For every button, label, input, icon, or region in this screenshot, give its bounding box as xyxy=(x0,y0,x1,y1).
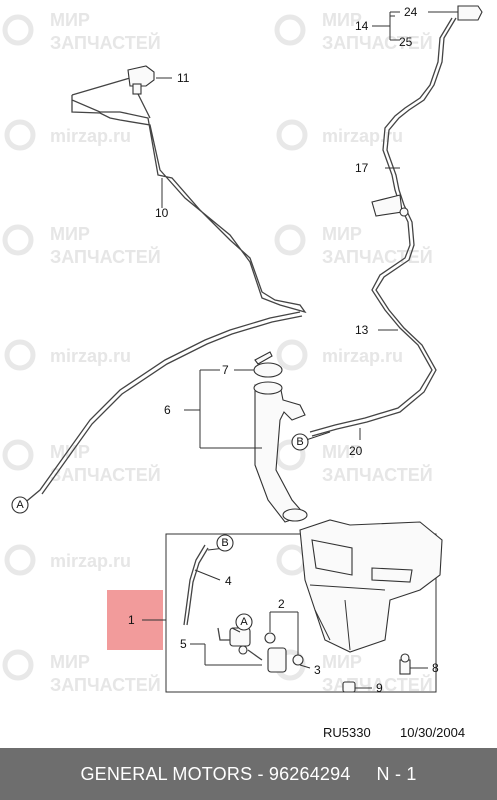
watermark-domain: mirzap.ru xyxy=(50,346,131,366)
connector-a-assembly: A xyxy=(235,613,253,631)
callout-25: 25 xyxy=(399,35,413,49)
callout-4: 4 xyxy=(225,574,232,588)
callout-1: 1 xyxy=(128,613,135,627)
callout-24: 24 xyxy=(404,5,418,19)
watermark-brand-line1: МИР xyxy=(50,652,90,672)
watermark-brand-line2: ЗАПЧАСТЕЙ xyxy=(322,464,433,485)
callout-17: 17 xyxy=(355,161,369,175)
connector-b-top: B xyxy=(291,433,309,451)
callout-11: 11 xyxy=(177,71,190,85)
callout-20: 20 xyxy=(349,444,363,458)
callout-13: 13 xyxy=(355,323,369,337)
footer-bar: GENERAL MOTORS - 96264294 N - 1 xyxy=(0,748,497,800)
callout-6: 6 xyxy=(164,403,171,417)
watermark-brand-line1: МИР xyxy=(322,10,362,30)
connector-a-top: A xyxy=(11,496,29,514)
watermark: МИР ЗАПЧАСТЕЙ МИР ЗАПЧАСТЕЙ mirzap.ru mi… xyxy=(2,10,433,695)
front-washer-hose xyxy=(309,5,483,437)
watermark-domain: mirzap.ru xyxy=(322,346,403,366)
leader-lines xyxy=(142,11,458,689)
rear-washer-nozzle xyxy=(127,65,172,95)
callout-8: 8 xyxy=(432,661,439,675)
watermark-brand-line1: МИР xyxy=(322,224,362,244)
reference-code: RU5330 xyxy=(323,725,371,740)
washer-pump xyxy=(217,627,304,673)
watermark-brand-line2: ЗАПЧАСТЕЙ xyxy=(322,246,433,267)
watermark-brand-line1: МИР xyxy=(50,224,90,244)
footer-text: GENERAL MOTORS - 96264294 N - 1 xyxy=(80,763,417,784)
watermark-logo-icon xyxy=(2,14,308,681)
watermark-brand-line2: ЗАПЧАСТЕЙ xyxy=(50,464,161,485)
connector-a-label: A xyxy=(16,499,24,511)
reference-date: 10/30/2004 xyxy=(400,725,465,740)
watermark-brand-line1: МИР xyxy=(50,10,90,30)
connector-a-label: A xyxy=(240,616,248,628)
watermark-brand-line1: МИР xyxy=(50,442,90,462)
watermark-brand-line2: ЗАПЧАСТЕЙ xyxy=(50,674,161,695)
watermark-domain: mirzap.ru xyxy=(50,551,131,571)
watermark-brand-line1: МИР xyxy=(322,442,362,462)
callouts: 24 14 25 11 17 10 13 7 6 20 4 2 5 3 8 9 … xyxy=(128,5,439,695)
watermark-brand-line2: ЗАПЧАСТЕЙ xyxy=(322,32,433,53)
filler-neck xyxy=(253,381,308,523)
connector-b-assembly: B xyxy=(216,534,234,552)
callout-2: 2 xyxy=(278,597,285,611)
callout-9: 9 xyxy=(376,681,383,695)
mounting-bolt xyxy=(399,653,411,675)
callout-3: 3 xyxy=(314,663,321,677)
watermark-domain: mirzap.ru xyxy=(50,126,131,146)
callout-10: 10 xyxy=(155,206,169,220)
washer-reservoir xyxy=(299,519,443,653)
watermark-domain: mirzap.ru xyxy=(322,126,403,146)
filler-cap xyxy=(253,351,283,378)
rear-washer-hose xyxy=(21,77,307,506)
callout-14: 14 xyxy=(355,19,369,33)
watermark-brand-line2: ЗАПЧАСТЕЙ xyxy=(50,246,161,267)
nut xyxy=(342,681,356,693)
washer-system-diagram: МИР ЗАПЧАСТЕЙ МИР ЗАПЧАСТЕЙ mirzap.ru mi… xyxy=(2,5,483,740)
callout-7: 7 xyxy=(222,363,229,377)
pump-hose xyxy=(183,544,209,626)
watermark-brand-line1: МИР xyxy=(322,652,362,672)
connector-b-label: B xyxy=(221,537,228,549)
connector-b-label: B xyxy=(296,436,303,448)
callout-5: 5 xyxy=(180,637,187,651)
watermark-brand-line2: ЗАПЧАСТЕЙ xyxy=(50,32,161,53)
